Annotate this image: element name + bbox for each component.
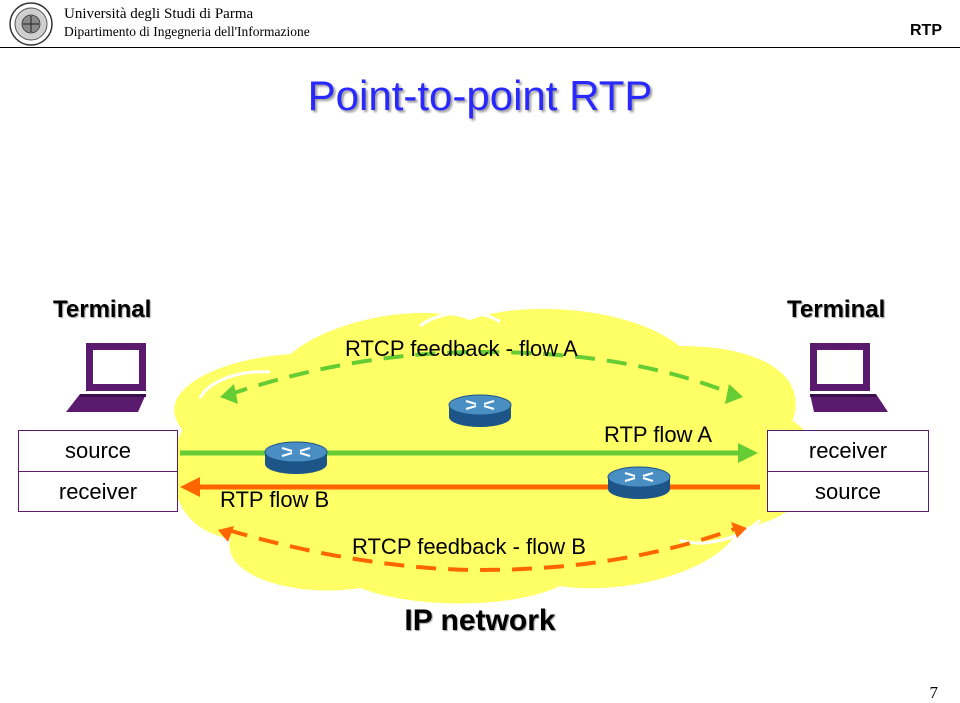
rtcp-feedback-flow-a-path [227, 349, 736, 397]
slide-title: Point-to-point RTP [307, 72, 653, 119]
router-icon [264, 441, 328, 474]
university-seal [9, 2, 53, 46]
left-role-receiver: receiver [19, 471, 177, 512]
rtcp-feedback-flow-b-path [227, 526, 738, 573]
university-name: Università degli Studi di Parma [64, 6, 254, 22]
page-number: 7 [929, 683, 939, 702]
router-icon [448, 394, 512, 427]
rtcp-a-arrowhead-right [725, 384, 743, 404]
department-name: Dipartimento di Ingegneria dell'Informaz… [64, 24, 310, 39]
ip-network-label: IP network [404, 604, 556, 637]
rtcp-b-arrowhead-right [731, 522, 747, 538]
rtcp-feedback-flow-b-label: RTCP feedback - flow B [352, 534, 586, 559]
left-terminal-roles: source receiver [18, 430, 178, 512]
router-icon [607, 466, 671, 499]
rtcp-b-arrowhead-left [218, 526, 234, 542]
laptop-icon-left [66, 343, 146, 412]
rtcp-a-arrowhead-left [220, 384, 238, 404]
rtp-flow-a-label: RTP flow A [604, 422, 713, 447]
rtp-flow-b-label: RTP flow B [220, 487, 330, 512]
right-role-source: source [768, 471, 928, 512]
right-terminal-roles: receiver source [767, 430, 929, 512]
header-divider [0, 47, 960, 48]
left-role-source: source [64, 438, 132, 463]
right-terminal-label: Terminal [787, 296, 886, 323]
right-role-receiver: receiver [808, 438, 888, 463]
laptop-icon-right [810, 343, 888, 412]
section-label: RTP [910, 22, 942, 39]
rtp-b-arrowhead [180, 477, 200, 497]
left-terminal-label: Terminal [53, 296, 152, 323]
rtcp-feedback-flow-a-label: RTCP feedback - flow A [345, 336, 578, 361]
rtp-a-arrowhead [738, 443, 758, 463]
